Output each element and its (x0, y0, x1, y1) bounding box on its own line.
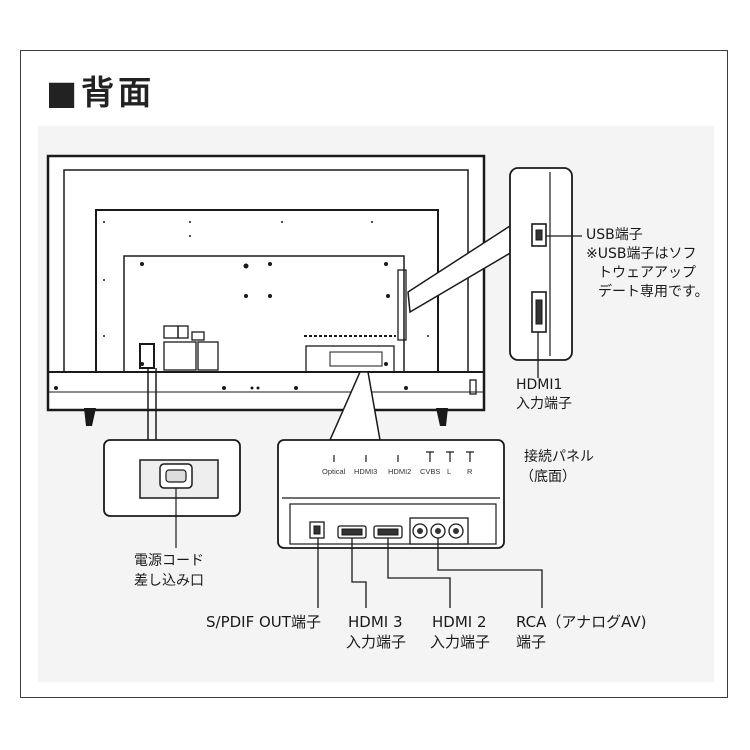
usb-note-line2: トウェアアップ (598, 265, 696, 281)
connection-panel-detail (277, 439, 505, 549)
port-label-r: R (467, 467, 473, 476)
power-sublabel: 差し込み口 (134, 573, 204, 589)
hdmi1-sublabel: 入力端子 (516, 396, 572, 412)
port-ticks (333, 451, 474, 462)
rca-label: RCA（アナログAV) (516, 613, 647, 631)
usb-note-line1: ※USB端子はソフ (586, 246, 697, 262)
internal-components (139, 269, 477, 395)
connection-panel-sublabel: （底面） (520, 469, 576, 485)
port-labels: Optical HDMI3 HDMI2 CVBS L R (322, 467, 473, 476)
hdmi3-label: HDMI 3 (348, 613, 403, 631)
port-label-hdmi3: HDMI3 (354, 467, 377, 476)
port-label-l: L (447, 467, 451, 476)
hdmi2-label: HDMI 2 (432, 613, 487, 631)
usb-label: USB端子 (586, 227, 643, 243)
usb-note-line3: デート専用です。 (598, 284, 709, 300)
hdmi1-label: HDMI1 (516, 377, 563, 393)
tv-body (46, 154, 486, 412)
tv-feet (84, 408, 448, 426)
spdif-label: S/PDIF OUT端子 (206, 613, 321, 631)
connection-panel-label: 接続パネル (524, 449, 594, 465)
page-title: ■背面 (46, 73, 156, 112)
rca-sublabel: 端子 (516, 633, 547, 651)
side-panel-detail (509, 167, 573, 361)
hdmi2-sublabel: 入力端子 (430, 633, 491, 651)
side-leaders (537, 235, 582, 378)
power-label: 電源コード (134, 553, 204, 569)
power-callout (103, 368, 241, 548)
port-label-hdmi2: HDMI2 (388, 467, 411, 476)
connection-leaders (317, 538, 543, 608)
port-label-cvbs: CVBS (420, 467, 440, 476)
port-label-optical: Optical (322, 467, 346, 476)
hdmi3-sublabel: 入力端子 (346, 633, 407, 651)
